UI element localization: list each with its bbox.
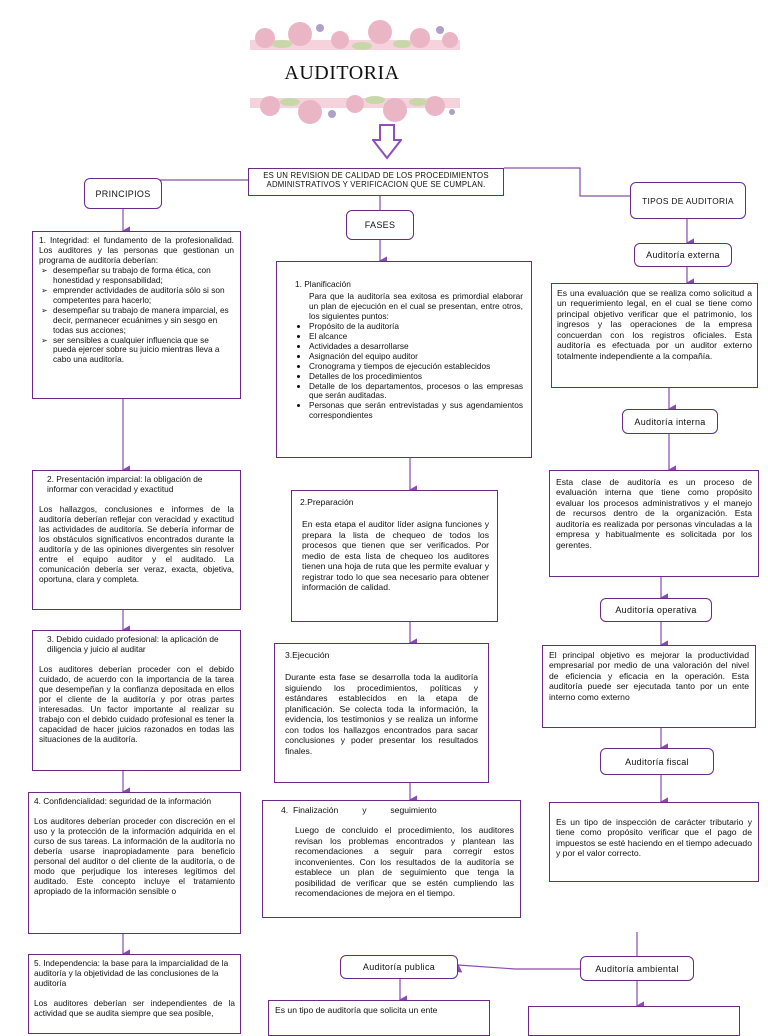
fase-planificacion: 1. Planificación Para que la auditoría s… <box>276 261 532 458</box>
tipo-ambiental-box <box>528 1006 740 1036</box>
list-item: Asignación del equipo auditor <box>309 351 523 362</box>
tipo-operativa-body: El principal objetivo es mejorar la prod… <box>549 650 749 702</box>
principio-presentacion-imparcial: 2. Presentación imparcial: la obligación… <box>32 470 241 610</box>
tipo-operativa-box: El principal objetivo es mejorar la prod… <box>542 645 756 728</box>
tipo-interna-body: Esta clase de auditoría es un proceso de… <box>556 477 752 550</box>
down-arrow-icon <box>372 124 402 160</box>
principio-confidencialidad-lead: 4. Confidencialidad: seguridad de la inf… <box>34 796 212 806</box>
fase-finalizacion-heading: 4. Finalización y seguimiento <box>281 805 437 815</box>
fase-ejecucion: 3.Ejecución Durante esta fase se desarro… <box>274 643 489 783</box>
principio-presentacion-body: Los hallazgos, conclusiones e informes d… <box>39 503 234 584</box>
fase-planificacion-intro: Para que la auditoría sea exitosa es pri… <box>309 290 523 321</box>
tipo-publica-box: Es un tipo de auditoría que solicita un … <box>268 1000 490 1036</box>
fase-ejecucion-body: Durante esta fase se desarrolla toda la … <box>285 672 478 756</box>
list-item: emprender actividades de auditoría sólo … <box>41 285 234 306</box>
fase-planificacion-list: Propósito de la auditoría El alcance Act… <box>295 321 523 422</box>
fase-ejecucion-heading: 3.Ejecución <box>285 650 330 660</box>
list-item: Detalles de los procedimientos <box>309 371 523 382</box>
principio-independencia-lead: 5. Independencia: la base para la imparc… <box>34 958 229 988</box>
principio-presentacion-lead: 2. Presentación imparcial: la obligación… <box>47 474 203 494</box>
fase-preparacion-heading: 2.Preparación <box>300 497 354 507</box>
list-item: desempeñar su trabajo de manera imparcia… <box>41 305 234 336</box>
list-item: Actividades a desarrollarse <box>309 341 523 352</box>
floral-header-decoration <box>250 20 460 124</box>
tipo-externa-body: Es una evaluación que se realiza como so… <box>557 288 752 361</box>
fase-planificacion-heading: 1. Planificación <box>295 279 351 289</box>
tipo-externa-label: Auditoría externa <box>634 243 732 267</box>
fase-finalizacion: 4. Finalización y seguimiento Luego de c… <box>262 800 521 918</box>
tipo-interna-label: Auditoría interna <box>622 409 718 434</box>
tipo-operativa-label: Auditoría operativa <box>600 598 712 622</box>
list-item: Detalle de los departamentos, procesos o… <box>309 381 523 402</box>
tipo-interna-box: Esta clase de auditoría es un proceso de… <box>549 470 759 577</box>
list-item: El alcance <box>309 331 523 342</box>
tipo-fiscal-label: Auditoría fiscal <box>600 748 714 775</box>
tipo-fiscal-body: Es un tipo de inspección de carácter tri… <box>556 817 752 859</box>
list-item: Propósito de la auditoría <box>309 321 523 332</box>
tipo-fiscal-box: Es un tipo de inspección de carácter tri… <box>549 802 759 882</box>
principio-independencia: 5. Independencia: la base para la imparc… <box>28 954 241 1034</box>
tipo-externa-box: Es una evaluación que se realiza como so… <box>551 283 758 388</box>
fase-finalizacion-body: Luego de concluido el procedimiento, los… <box>295 825 514 899</box>
principio-debido-cuidado-body: Los auditores deberían proceder con el d… <box>39 663 234 744</box>
principio-independencia-body: Los auditores deberían ser independiente… <box>34 997 235 1018</box>
list-item: Personas que serán entrevistadas y sus a… <box>309 400 523 421</box>
list-item: desempeñar su trabajo de forma ética, co… <box>41 265 234 286</box>
principios-header: PRINCIPIOS <box>84 178 162 209</box>
principio-debido-cuidado: 3. Debido cuidado profesional: la aplica… <box>32 630 241 771</box>
principio-integridad-list: desempeñar su trabajo de forma ética, co… <box>39 265 234 366</box>
fases-header: FASES <box>346 210 414 240</box>
list-item: ser sensibles a cualquier influencia que… <box>41 335 234 366</box>
tipo-publica-body: Es un tipo de auditoría que solicita un … <box>275 1005 438 1015</box>
principio-integridad: 1. Integridad: el fundamento de la profe… <box>32 231 241 399</box>
fase-preparacion-body: En esta etapa el auditor líder asigna fu… <box>302 519 489 593</box>
definition-box: ES UN REVISION DE CALIDAD DE LOS PROCEDI… <box>248 168 504 196</box>
page-title: AUDITORIA <box>284 62 400 84</box>
tipo-ambiental-label: Auditoría ambiental <box>580 956 694 981</box>
principio-integridad-lead: 1. Integridad: el fundamento de la profe… <box>39 235 234 265</box>
principio-confidencialidad: 4. Confidencialidad: seguridad de la inf… <box>28 792 241 934</box>
tipo-publica-label: Auditoría publica <box>340 955 458 979</box>
list-item: Cronograma y tiempos de ejecución establ… <box>309 361 523 372</box>
definition-text: ES UN REVISION DE CALIDAD DE LOS PROCEDI… <box>263 171 489 190</box>
tipos-header: TIPOS DE AUDITORIA <box>630 182 746 219</box>
fase-preparacion: 2.Preparación En esta etapa el auditor l… <box>291 490 498 622</box>
principio-confidencialidad-body: Los auditores deberían proceder con disc… <box>34 815 235 896</box>
principio-debido-cuidado-lead: 3. Debido cuidado profesional: la aplica… <box>47 634 219 654</box>
